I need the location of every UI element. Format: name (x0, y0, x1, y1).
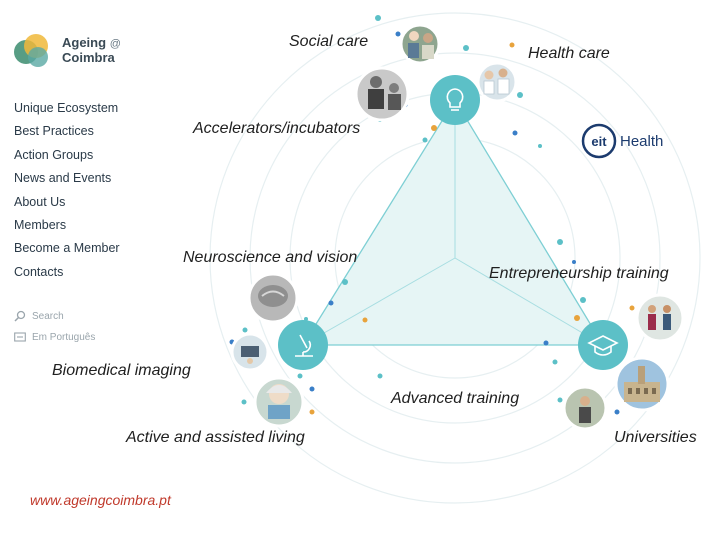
triangle-inner-lines (302, 100, 604, 346)
photo-advanced-training (562, 385, 608, 431)
label-biomedical: Biomedical imaging (52, 362, 191, 379)
nav-item-unique-ecosystem[interactable]: Unique Ecosystem (14, 101, 119, 115)
label-social-care: Social care (289, 33, 369, 50)
label-universities: Universities (614, 429, 697, 446)
language-icon (14, 332, 26, 342)
ageing-coimbra-logo[interactable]: Ageing @ Coimbra (12, 30, 142, 72)
microscope-node[interactable] (278, 320, 328, 370)
language-link[interactable]: Em Português (14, 331, 95, 343)
eit-health-logo[interactable]: eit Health (580, 122, 676, 160)
logo-text: Ageing @ Coimbra (62, 36, 121, 65)
photo-social-care (399, 23, 441, 65)
photo-neuroscience (247, 272, 299, 324)
nav-item-action-groups[interactable]: Action Groups (14, 147, 94, 162)
label-neuroscience: Neuroscience and vision (183, 249, 358, 266)
search-link[interactable]: Search (14, 310, 64, 322)
photo-accelerators (354, 66, 410, 122)
logo-mark-icon (14, 34, 48, 67)
nav-item-contacts[interactable]: Contacts (14, 264, 64, 279)
nav-item-news-and-events[interactable]: News and Events (14, 171, 112, 186)
label-entrepreneurship: Entrepreneurship training (489, 265, 669, 282)
label-advanced-training: Advanced training (391, 390, 520, 407)
photo-universities (614, 356, 670, 412)
website-url[interactable]: www.ageingcoimbra.pt (30, 492, 171, 508)
logo-at: @ (109, 38, 121, 50)
photo-active-living (253, 376, 305, 428)
microscope-icon (295, 334, 313, 357)
eit-health-mark: eit Health (581, 123, 663, 159)
nav-item-become-a-member[interactable]: Become a Member (14, 241, 120, 256)
lightbulb-node[interactable] (430, 75, 480, 125)
eit-prefix: eit (591, 134, 607, 149)
photo-biomedical-imaging (230, 332, 270, 372)
main-nav: Unique Ecosystem Best Practices Action G… (14, 97, 120, 284)
nav-item-best-practices[interactable]: Best Practices (14, 124, 94, 139)
label-health-care: Health care (528, 45, 610, 62)
logo-line1: Ageing (62, 35, 107, 50)
label-accelerators: Accelerators/incubators (193, 120, 361, 137)
photo-entrepreneurship (635, 293, 685, 343)
graduation-node[interactable] (578, 320, 628, 370)
photo-health-care (476, 61, 518, 103)
nav-item-members[interactable]: Members (14, 217, 67, 232)
nav-item-about-us[interactable]: About Us (14, 194, 66, 209)
lightbulb-icon (446, 88, 464, 111)
search-icon (14, 310, 26, 322)
eit-name: Health (620, 133, 663, 150)
search-label: Search (32, 310, 64, 322)
triangle-fill (301, 98, 605, 346)
graduation-cap-icon (587, 335, 619, 356)
label-active-living: Active and assisted living (126, 429, 305, 446)
language-label: Em Português (32, 331, 96, 343)
logo-line2: Coimbra (62, 50, 115, 65)
